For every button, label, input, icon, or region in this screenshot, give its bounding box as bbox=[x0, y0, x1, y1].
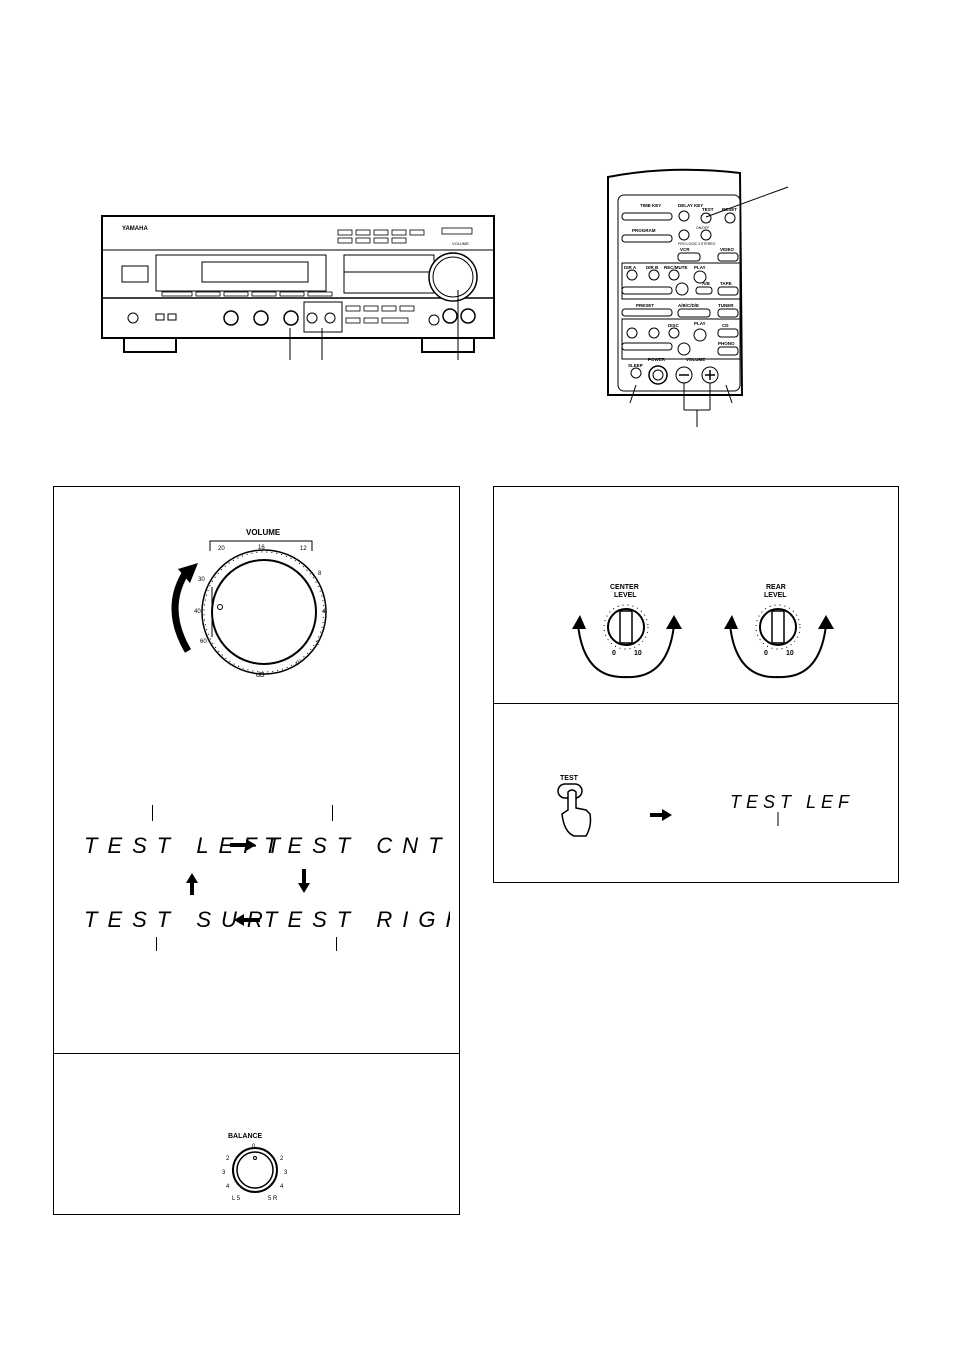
vol-scale-2: 2 bbox=[316, 641, 320, 647]
rear-title-1: REAR bbox=[766, 584, 786, 591]
remote-test-label: TEST bbox=[702, 207, 714, 212]
vol-scale-12: 12 bbox=[300, 546, 307, 552]
seq-test-left: TEST LEFT bbox=[84, 833, 290, 858]
vol-scale-16: 16 bbox=[258, 545, 265, 551]
remote-sleep-button[interactable] bbox=[630, 367, 642, 379]
remote-ab-label: A/B bbox=[702, 281, 711, 286]
balance-bottom-left: L 5 bbox=[232, 1196, 241, 1202]
balance-title: BALANCE bbox=[228, 1133, 263, 1140]
test-display: TEST LEFT bbox=[730, 792, 854, 812]
balance-left-4: 4 bbox=[226, 1184, 230, 1190]
balance-top: 0 bbox=[252, 1144, 256, 1150]
remote-delay-key: DELAY KEY bbox=[678, 203, 703, 208]
remote-tape-label: TAPE bbox=[720, 281, 732, 286]
balance-knob-diagram: BALANCE 0 2 3 4 2 3 4 L 5 5 R bbox=[222, 1133, 288, 1202]
remote-vcr-label: VCR bbox=[680, 247, 690, 252]
balance-bottom-right: 5 R bbox=[268, 1196, 278, 1202]
test-button-panel: TEST TEST LEFT bbox=[493, 703, 899, 883]
remote-dd-label: 3 STEREO bbox=[698, 242, 716, 246]
remote-phono-label: PHONO bbox=[718, 341, 735, 346]
test-button-diagram: TEST TEST LEFT bbox=[557, 775, 854, 837]
volume-knob-diagram: VOLUME 20 16 12 8 4 2 0 30 40 60 dB bbox=[171, 528, 327, 679]
remote-volume-label: VOLUME bbox=[686, 357, 705, 362]
remote-dira-label: DIR A bbox=[624, 265, 637, 270]
remote-preset-label: PRESET bbox=[636, 303, 654, 308]
finger-press-icon bbox=[561, 789, 592, 837]
remote-delay-button[interactable] bbox=[678, 210, 690, 222]
balance-right-3: 3 bbox=[284, 1170, 288, 1176]
remote-program-label: PROGRAM bbox=[632, 228, 656, 233]
arrow-down-icon bbox=[298, 869, 310, 893]
center-min: 0 bbox=[612, 650, 616, 657]
rear-arrow-left-icon bbox=[724, 615, 738, 629]
volume-title: VOLUME bbox=[246, 528, 281, 537]
seq-test-center: TEST CNTR bbox=[264, 833, 450, 858]
rear-min: 0 bbox=[764, 650, 768, 657]
remote-onoff-label: ON/OFF bbox=[696, 226, 709, 230]
arrow-left-icon bbox=[234, 914, 260, 926]
remote-time-key: TIME KEY bbox=[640, 203, 661, 208]
level-panel: CENTER LEVEL 0 10 REAR LEVEL 0 10 bbox=[493, 486, 899, 704]
center-max: 10 bbox=[634, 650, 642, 657]
remote-reset-label: RESET bbox=[722, 207, 737, 212]
remote-power-label: POWER bbox=[648, 357, 666, 362]
balance-right-2: 2 bbox=[280, 1156, 284, 1162]
arrow-right-icon bbox=[230, 839, 256, 851]
remote-tuner-label: TUNER bbox=[718, 303, 734, 308]
vol-scale-db: dB bbox=[256, 672, 265, 679]
test-button-label: TEST bbox=[560, 775, 579, 782]
remote-video-label: VIDEO bbox=[720, 247, 735, 252]
rear-arrow-right-icon bbox=[818, 615, 834, 629]
rear-max: 10 bbox=[786, 650, 794, 657]
level-knobs-diagram: CENTER LEVEL 0 10 REAR LEVEL 0 10 bbox=[572, 584, 834, 679]
receiver-volume-label: VOLUME bbox=[452, 241, 469, 246]
balance-left-2: 2 bbox=[226, 1156, 230, 1162]
center-title-1: CENTER bbox=[610, 584, 639, 591]
remote-test-button[interactable] bbox=[700, 212, 712, 224]
balance-panel: BALANCE 0 2 3 4 2 3 4 L 5 5 R bbox=[53, 1053, 460, 1215]
center-arrow-right-icon bbox=[666, 615, 682, 629]
balance-right-4: 4 bbox=[280, 1184, 284, 1190]
seq-test-surround: TEST SUR bbox=[84, 907, 273, 932]
balance-left-3: 3 bbox=[222, 1170, 226, 1176]
rear-title-2: LEVEL bbox=[764, 592, 787, 599]
remote-prologic-label: PRO LOGIC bbox=[678, 242, 698, 246]
vol-scale-4: 4 bbox=[322, 609, 326, 615]
remote-play-label: PLAY bbox=[694, 265, 706, 270]
center-title-2: LEVEL bbox=[614, 592, 637, 599]
arrow-up-icon bbox=[186, 873, 198, 895]
volume-test-panel: VOLUME 20 16 12 8 4 2 0 30 40 60 dB TEST… bbox=[53, 486, 460, 1054]
rotate-arrow-icon bbox=[178, 563, 198, 583]
arrow-right-icon bbox=[650, 809, 672, 821]
vol-scale-0: 0 bbox=[296, 661, 300, 667]
seq-test-right: TEST RIGHT bbox=[264, 907, 450, 932]
remote-power-button[interactable] bbox=[648, 365, 668, 385]
remote-dirb-label: DIR B bbox=[646, 265, 659, 270]
remote-control: TIME KEY DELAY KEY TEST RESET PROGRAM ON… bbox=[607, 168, 789, 427]
remote-disc-label: DISC bbox=[668, 323, 680, 328]
brand-logo: YAMAHA bbox=[122, 226, 148, 232]
remote-abcde-label: A/B/C/D/E bbox=[678, 303, 699, 308]
vol-scale-40: 40 bbox=[194, 609, 201, 615]
remote-cdplay-label: PLAY bbox=[694, 321, 706, 326]
vol-scale-30: 30 bbox=[198, 577, 205, 583]
receiver-front-panel: YAMAHA VOLUME bbox=[101, 215, 495, 360]
remote-cd-label: CD bbox=[722, 323, 729, 328]
remote-sleep-label: SLEEP bbox=[628, 363, 643, 368]
vol-scale-60: 60 bbox=[200, 639, 207, 645]
vol-scale-20: 20 bbox=[218, 546, 225, 552]
vol-scale-8: 8 bbox=[318, 571, 322, 577]
remote-recmute-label: REC/MUTE bbox=[664, 265, 688, 270]
test-sequence-diagram: TEST LEFT TEST CNTR TEST SUR TEST RIGHT bbox=[84, 833, 450, 932]
center-arrow-left-icon bbox=[572, 615, 586, 629]
